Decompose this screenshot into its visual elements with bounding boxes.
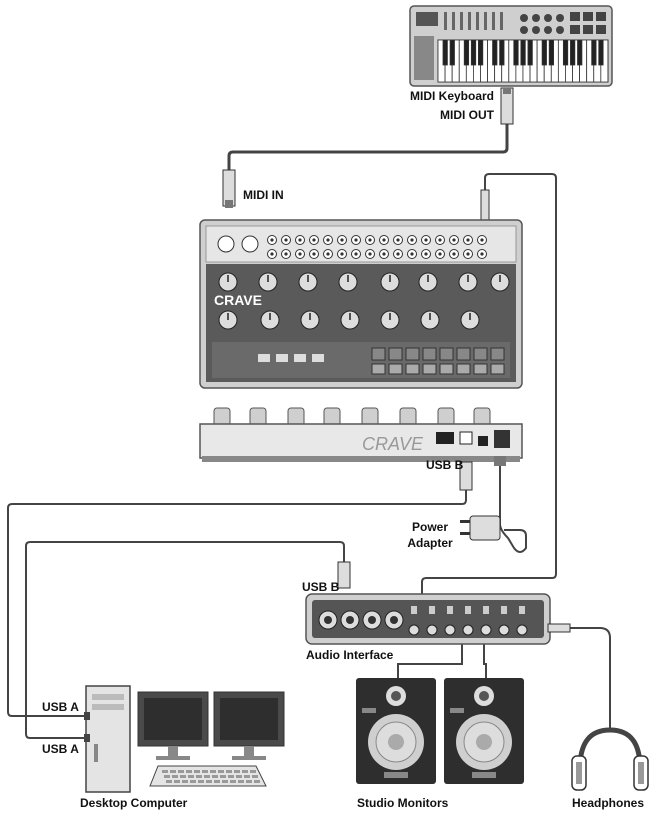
midi-keyboard-label: MIDI Keyboard [410,89,495,103]
usb-cable-synth [7,490,467,717]
usb-b-interface-label: USB B [302,580,340,594]
synth-rear-icon: CRAVE [199,407,523,462]
speaker-cable-right [483,640,487,678]
headphone-plug [547,623,571,633]
usb-b-plug-synth [459,461,473,491]
midi-out-label: MIDI OUT [440,108,494,122]
cables [7,122,611,739]
headphone-cable [550,627,611,730]
audio-cable-synth [421,173,557,594]
monitor-icon [137,691,285,760]
midi-out-plug [500,87,514,125]
power-adapter-icon [460,456,506,541]
desktop-computer-label: Desktop Computer [80,796,188,810]
usb-a-label-1: USB A [42,700,79,714]
power-label-line1: Power [411,520,448,534]
synth-top-icon: CRAVE [199,219,523,389]
midi-in-label: MIDI IN [243,188,284,202]
speaker-cable-left [397,640,463,678]
audio-interface-icon [305,593,551,645]
midi-keyboard-icon [409,5,613,87]
power-label-line2: Adapter [407,536,453,550]
midi-cable [227,122,509,172]
headphones-label: Headphones [572,796,645,810]
rear-logo: CRAVE [362,434,424,454]
usb-cable-interface [25,541,345,739]
studio-monitors-label: Studio Monitors [357,796,449,810]
usb-b-plug-interface [337,561,351,589]
headphones-icon [571,727,649,791]
usb-a-label-2: USB A [42,742,79,756]
power-cable [499,462,527,553]
speaker-icon-right [444,678,524,784]
synth-logo: CRAVE [214,292,262,308]
keyboard-icon [149,765,267,787]
midi-in-plug [222,169,236,208]
speaker-icon-left [356,678,436,784]
computer-tower-icon [84,685,131,793]
audio-interface-label: Audio Interface [306,648,394,662]
usb-b-synth-label: USB B [426,458,464,472]
